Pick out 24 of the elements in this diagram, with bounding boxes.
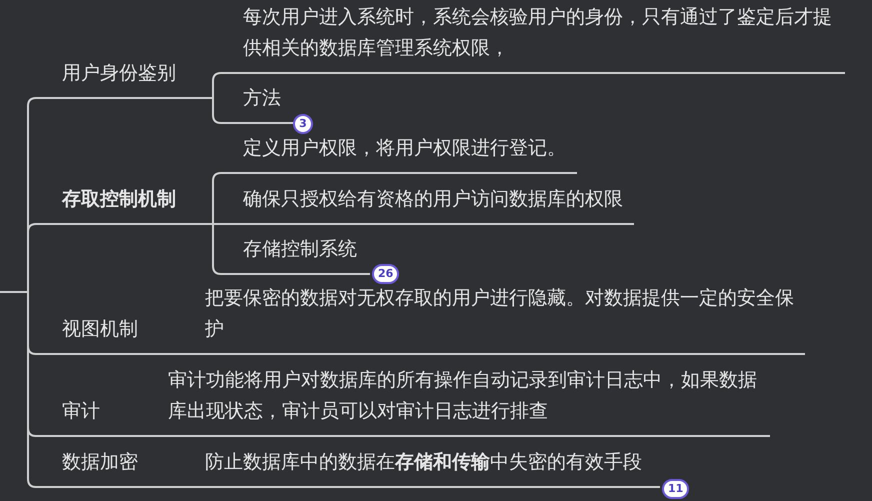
topic-text: 视图机制 xyxy=(62,317,138,342)
topic-text: 定义用户权限，将用户权限进行登记。 xyxy=(243,136,566,161)
topic-text: 审计功能将用户对数据库的所有操作自动记录到审计日志中，如果数据库出现状态，审计员可以对审计日志进行排查 xyxy=(168,368,758,424)
branch-line xyxy=(178,97,225,124)
topic-text: 数据加密 xyxy=(62,450,138,475)
count-badge: 3 xyxy=(293,114,313,134)
branch-line xyxy=(185,353,190,355)
topic-underline xyxy=(190,285,805,355)
topic-text: 防止数据库中的数据在存储和传输中失密的有效手段 xyxy=(205,450,642,475)
topic-text: 用户身份鉴别 xyxy=(62,61,176,86)
topic-text: 每次用户进入系统时，系统会核验用户的身份，只有通过了鉴定后才提供相关的数据库管理系统权限， xyxy=(243,5,833,61)
topic-text: 确保只授权给有资格的用户访问数据库的权限 xyxy=(243,187,623,212)
topic-text: 存储控制系统 xyxy=(243,237,357,262)
branch-line xyxy=(145,435,150,437)
topic-text: 审计 xyxy=(62,399,100,424)
topic-text: 存取控制机制 xyxy=(62,187,176,212)
topic-text: 方法 xyxy=(243,86,281,111)
topic-text: 把要保密的数据对无权存取的用户进行隐藏。对数据提供一定的安全保护 xyxy=(205,286,795,342)
topic-underline xyxy=(150,367,770,437)
branch-line xyxy=(178,223,225,275)
count-badge: 26 xyxy=(372,264,400,284)
branch-line xyxy=(0,291,40,488)
count-badge: 11 xyxy=(662,479,690,499)
branch-line xyxy=(185,486,190,488)
